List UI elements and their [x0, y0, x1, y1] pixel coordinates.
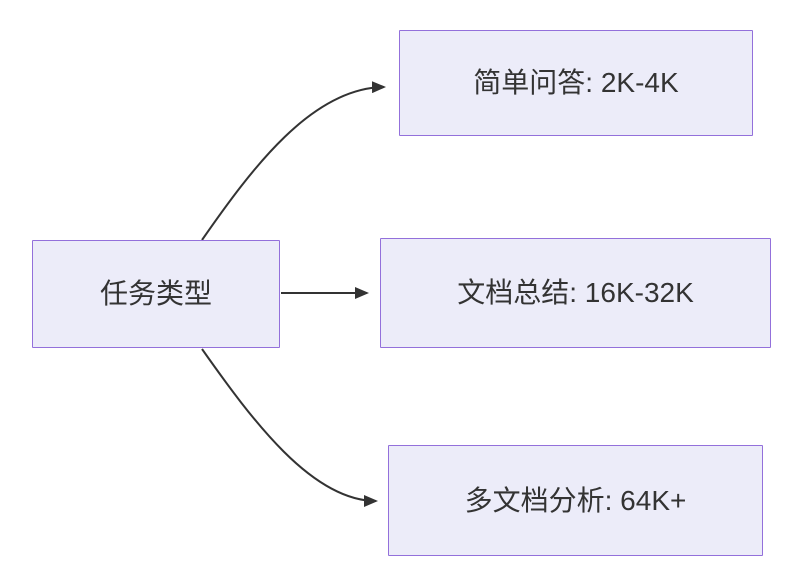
- node-multi-doc: 多文档分析: 64K+: [388, 445, 763, 556]
- node-task-type-label: 任务类型: [99, 278, 212, 310]
- edge-tasktype-to-simpleqa: [201, 81, 386, 241]
- node-task-type: 任务类型: [32, 240, 280, 348]
- node-multi-doc-label: 多文档分析: 64K+: [464, 484, 687, 516]
- node-simple-qa-label: 简单问答: 2K-4K: [473, 67, 679, 99]
- edge-tasktype-to-multidoc: [201, 348, 378, 507]
- node-doc-summary-label: 文档总结: 16K-32K: [457, 277, 694, 309]
- node-doc-summary: 文档总结: 16K-32K: [380, 238, 771, 348]
- node-simple-qa: 简单问答: 2K-4K: [399, 30, 753, 136]
